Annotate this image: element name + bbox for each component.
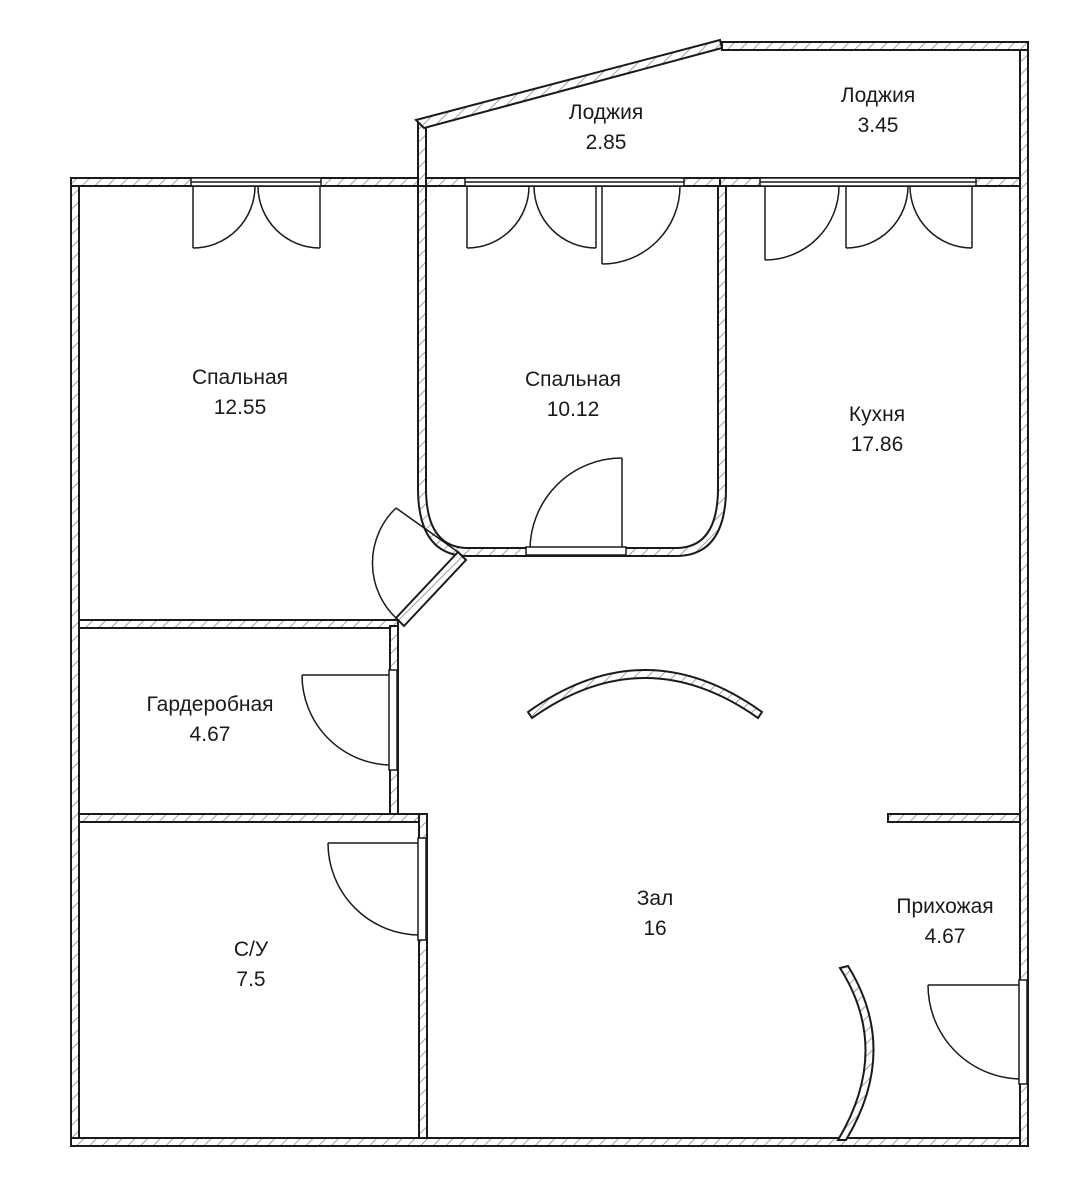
room-name: Зал xyxy=(636,887,674,910)
room-label-hallway: Прихожая 4.67 xyxy=(896,892,993,952)
room-label-bedroom-mid: Спальная 10.12 xyxy=(525,365,621,425)
room-area: 10.12 xyxy=(546,398,600,421)
room-name: С/У xyxy=(233,938,269,961)
room-name: Спальная xyxy=(191,366,289,389)
room-label-wardrobe: Гардеробная 4.67 xyxy=(146,690,273,750)
room-area: 3.45 xyxy=(857,114,899,137)
wall-diagonal xyxy=(394,550,468,628)
door-bedroom-mid xyxy=(529,457,623,551)
room-area: 16 xyxy=(643,917,667,940)
window-swing-kitchen xyxy=(764,185,973,261)
wall-wardrobe-bath xyxy=(78,813,428,823)
wall-loggia-top xyxy=(721,41,1029,51)
door-bathroom xyxy=(327,842,421,936)
room-name: Прихожая xyxy=(896,895,994,918)
room-name: Лоджия xyxy=(568,101,644,124)
door-leaf-entrance xyxy=(1018,979,1028,1085)
room-name: Спальная xyxy=(524,368,622,391)
room-label-bedroom-left: Спальная 12.55 xyxy=(192,363,288,423)
wall-loggia-left xyxy=(417,121,427,187)
room-area: 2.85 xyxy=(585,131,627,154)
room-area: 17.86 xyxy=(850,433,904,456)
room-label-kitchen: Кухня 17.86 xyxy=(849,400,905,460)
wall-bath-right xyxy=(418,813,428,1139)
room-label-loggia-right: Лоджия 3.45 xyxy=(841,81,915,141)
wall-bedroom-wardrobe xyxy=(78,619,399,629)
wall-hallway-top xyxy=(887,813,1021,823)
door-entrance xyxy=(927,984,1023,1080)
room-area: 4.67 xyxy=(924,925,966,948)
window-swing-bedroom-mid xyxy=(466,185,681,265)
door-wardrobe xyxy=(301,674,393,766)
room-label-hall: Зал 16 xyxy=(637,884,674,944)
wall-bedroom-mid xyxy=(417,185,727,557)
room-name: Кухня xyxy=(848,403,906,426)
room-area: 4.67 xyxy=(189,723,231,746)
window-swing-bedroom-left xyxy=(192,185,321,249)
room-area: 7.5 xyxy=(236,968,266,991)
room-name: Лоджия xyxy=(840,84,916,107)
wall-arc-hall xyxy=(526,669,764,720)
room-label-bathroom: С/У 7.5 xyxy=(234,935,268,995)
door-leaf-wardrobe xyxy=(388,669,398,771)
room-area: 12.55 xyxy=(213,396,267,419)
room-label-loggia-left: Лоджия 2.85 xyxy=(569,98,643,158)
wall-outer-left xyxy=(70,177,80,1147)
wall-arc-entry xyxy=(836,964,875,1141)
door-bedroom-left xyxy=(371,507,459,619)
room-name: Гардеробная xyxy=(146,693,274,716)
door-leaf-bathroom xyxy=(417,837,427,941)
wall-outer-bottom xyxy=(70,1137,1029,1147)
door-leaf-bedroom-mid xyxy=(525,546,627,556)
